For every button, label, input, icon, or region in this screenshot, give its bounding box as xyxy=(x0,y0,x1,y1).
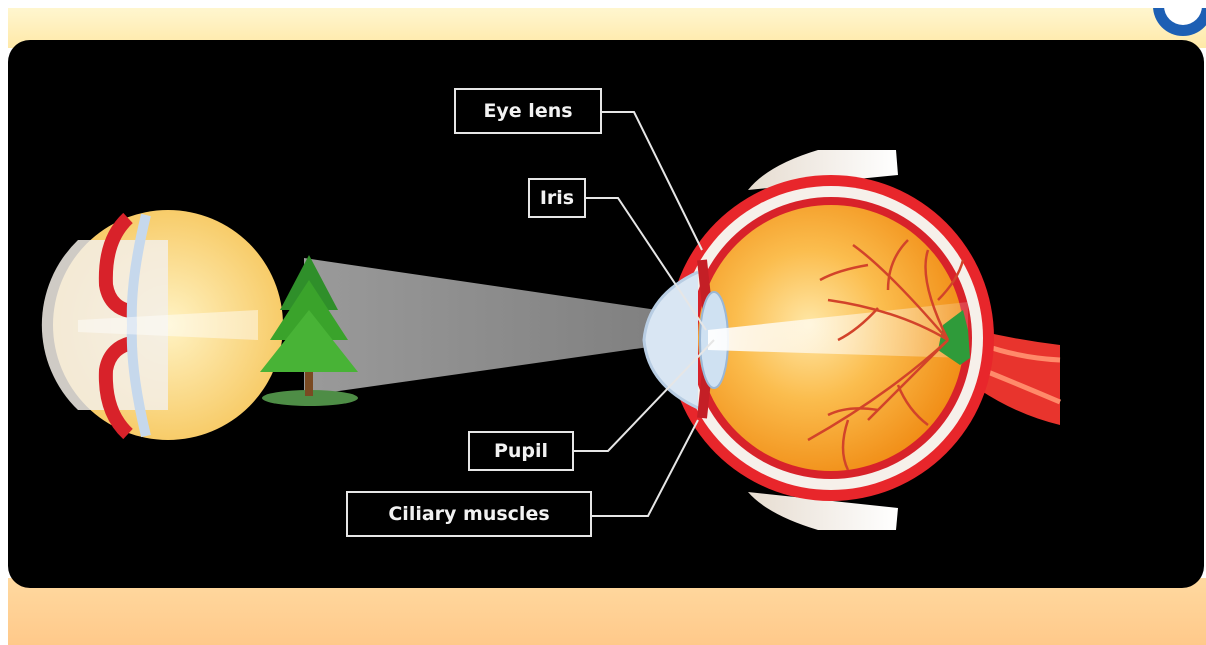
logo-icon xyxy=(1135,0,1206,40)
label-eye-lens: Eye lens xyxy=(454,88,602,134)
diagram-panel: Eye lens Iris Pupil Ciliary muscles xyxy=(8,40,1204,588)
light-rays xyxy=(304,258,698,396)
bottom-banner xyxy=(8,578,1206,645)
eyeball xyxy=(644,175,994,501)
label-iris: Iris xyxy=(528,178,586,218)
label-pupil: Pupil xyxy=(468,431,574,471)
label-ciliary-muscles: Ciliary muscles xyxy=(346,491,592,537)
eye-diagram xyxy=(8,40,1204,588)
front-view-eye xyxy=(42,210,283,440)
